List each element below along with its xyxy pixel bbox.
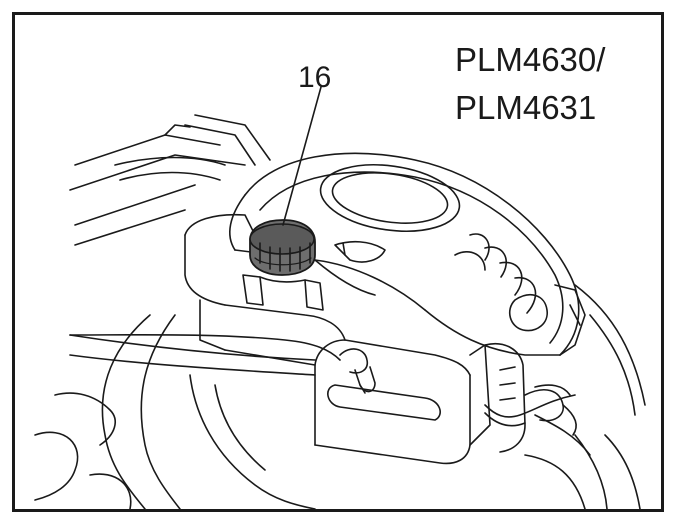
lawnmower-engine-drawing xyxy=(34,86,646,509)
engine-lower-details xyxy=(69,284,586,453)
model-number-line-1: PLM4630/ xyxy=(455,41,606,78)
model-number-line-2: PLM4631 xyxy=(455,89,597,126)
engine-shroud xyxy=(229,152,580,356)
handle-bars xyxy=(114,114,271,181)
fuel-cap xyxy=(249,219,316,276)
fuel-tank xyxy=(184,213,471,465)
mower-deck-lines xyxy=(34,124,646,509)
callout-leader-line xyxy=(282,86,322,226)
illustration-frame: 16 PLM4630/ PLM4631 xyxy=(12,12,664,512)
callout-number-16: 16 xyxy=(298,61,332,94)
